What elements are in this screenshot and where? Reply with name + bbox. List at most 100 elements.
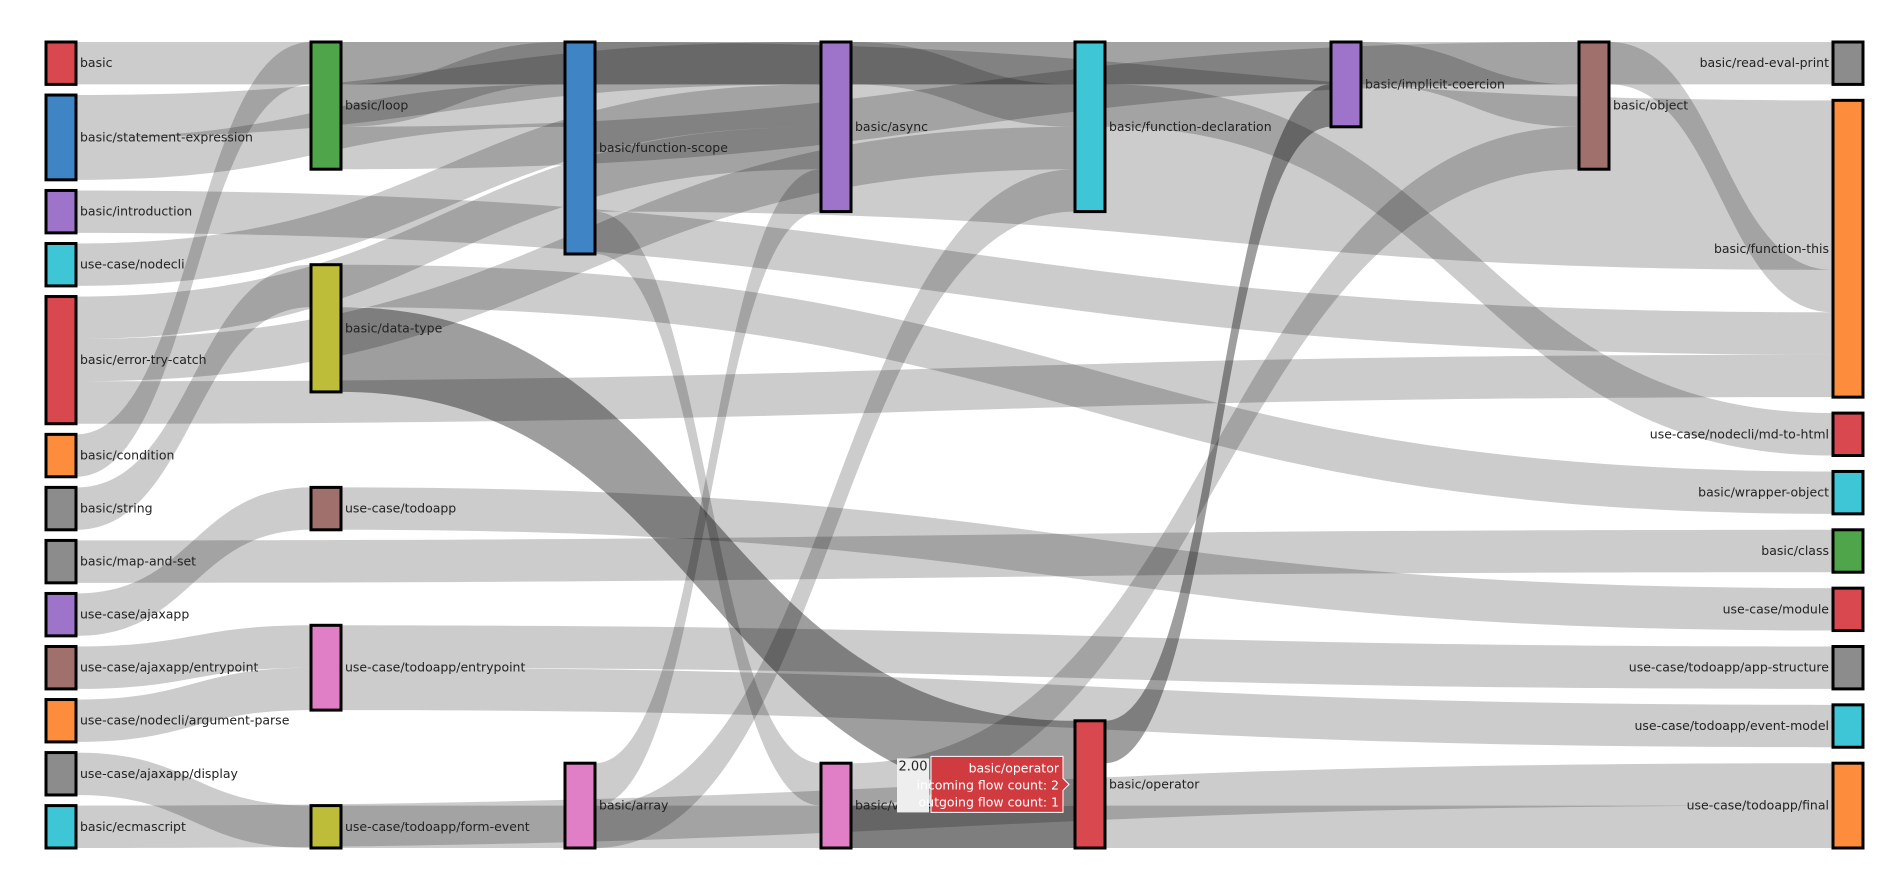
node-basic-statement-expression[interactable]: basic/statement-expression <box>44 93 253 182</box>
node-bar[interactable] <box>44 485 78 532</box>
link-basic-string-to-basic-data-type[interactable] <box>76 264 311 530</box>
link-use-case-todoapp-entrypoint-to-use-case-todoapp-app-structure[interactable] <box>341 625 1833 689</box>
link-basic-function-scope-to-basic-function-this[interactable] <box>595 42 1833 270</box>
node-bar[interactable] <box>563 761 597 850</box>
node-bar[interactable] <box>1831 703 1865 749</box>
link-basic-introduction-to-basic-function-this[interactable] <box>76 190 1833 355</box>
node-use-case-todoapp-event-model[interactable]: use-case/todoapp/event-model <box>1635 703 1865 749</box>
node-bar[interactable] <box>1831 98 1865 399</box>
link-basic-object-to-basic-function-this[interactable] <box>1609 42 1833 313</box>
node-bar[interactable] <box>309 263 343 394</box>
node-bar[interactable] <box>44 804 78 850</box>
node-bar[interactable] <box>44 751 78 797</box>
link-basic-loop-to-basic-function-scope[interactable] <box>341 42 565 127</box>
link-basic-operator-to-basic-implicit-coercion[interactable] <box>1105 84 1331 764</box>
node-bar[interactable] <box>44 40 78 86</box>
link-basic-async-to-basic-function-declaration[interactable] <box>851 42 1075 127</box>
link-basic-condition-to-basic-loop[interactable] <box>76 42 311 477</box>
node-bar[interactable] <box>1831 469 1865 516</box>
node-basic-function-scope[interactable]: basic/function-scope <box>563 40 728 256</box>
node-basic-function-this[interactable]: basic/function-this <box>1714 98 1865 399</box>
node-bar[interactable] <box>44 295 78 426</box>
link-use-case-ajaxapp-to-use-case-todoapp[interactable] <box>76 487 311 636</box>
node-bar[interactable] <box>44 188 78 235</box>
node-bar[interactable] <box>309 804 343 850</box>
node-basic-wrapper-object[interactable]: basic/wrapper-object <box>1698 469 1865 516</box>
node-use-case-ajaxapp[interactable]: use-case/ajaxapp <box>44 591 189 638</box>
node-basic-operator[interactable]: basic/operator <box>1073 719 1200 850</box>
node-use-case-todoapp-form-event[interactable]: use-case/todoapp/form-event <box>309 804 530 850</box>
node-use-case-nodecli-md-to-html[interactable]: use-case/nodecli/md-to-html <box>1650 411 1865 458</box>
node-bar[interactable] <box>1831 40 1865 86</box>
node-basic-class[interactable]: basic/class <box>1761 528 1865 574</box>
node-bar[interactable] <box>309 40 343 171</box>
link-basic-function-scope-to-basic-variables[interactable] <box>595 211 821 806</box>
node-use-case-todoapp[interactable]: use-case/todoapp <box>309 485 456 532</box>
link-basic-error-try-catch-to-basic-async[interactable] <box>76 126 821 339</box>
link-basic-loop-to-basic-function-declaration[interactable] <box>341 42 1075 85</box>
link-basic-array-to-basic-async[interactable] <box>595 169 821 806</box>
node-bar[interactable] <box>1831 761 1865 850</box>
link-basic-error-try-catch-to-basic-function-this[interactable] <box>76 354 1833 424</box>
node-bar[interactable] <box>563 40 597 256</box>
node-use-case-module[interactable]: use-case/module <box>1723 586 1865 633</box>
node-basic-object[interactable]: basic/object <box>1577 40 1688 171</box>
link-basic-to-basic-read-eval-print[interactable] <box>76 42 1833 85</box>
node-bar[interactable] <box>1329 40 1363 129</box>
node-bar[interactable] <box>44 432 78 479</box>
node-bar[interactable] <box>1831 528 1865 574</box>
link-basic-function-declaration-to-basic-implicit-coercion[interactable] <box>1105 42 1331 85</box>
link-basic-array-to-basic-function-declaration[interactable] <box>595 169 1075 848</box>
node-bar[interactable] <box>1073 40 1107 214</box>
link-basic-data-type-to-basic-wrapper-object[interactable] <box>341 264 1833 514</box>
node-bar[interactable] <box>1073 719 1107 850</box>
node-basic-introduction[interactable]: basic/introduction <box>44 188 192 235</box>
node-use-case-nodecli-argument-parse[interactable]: use-case/nodecli/argument-parse <box>44 698 290 744</box>
node-basic-ecmascript[interactable]: basic/ecmascript <box>44 804 186 850</box>
link-use-case-todoapp-to-use-case-module[interactable] <box>341 487 1833 631</box>
node-basic-async[interactable]: basic/async <box>819 40 928 214</box>
link-basic-statement-expression-to-basic-async[interactable] <box>76 42 821 138</box>
node-bar[interactable] <box>44 538 78 585</box>
link-use-case-todoapp-entrypoint-to-use-case-todoapp-event-model[interactable] <box>341 667 1833 748</box>
node-use-case-ajaxapp-entrypoint[interactable]: use-case/ajaxapp/entrypoint <box>44 645 259 691</box>
node-bar[interactable] <box>309 623 343 712</box>
node-bar[interactable] <box>1831 411 1865 458</box>
link-basic-map-and-set-to-basic-class[interactable] <box>76 529 1833 583</box>
node-basic[interactable]: basic <box>44 40 113 86</box>
node-basic-function-declaration[interactable]: basic/function-declaration <box>1073 40 1272 214</box>
node-bar[interactable] <box>309 485 343 532</box>
node-bar[interactable] <box>819 40 853 214</box>
link-use-case-nodecli-to-basic-async[interactable] <box>76 84 821 286</box>
link-use-case-ajaxapp-display-to-use-case-todoapp-form-event[interactable] <box>76 752 311 848</box>
node-use-case-todoapp-app-structure[interactable]: use-case/todoapp/app-structure <box>1629 645 1865 691</box>
node-basic-read-eval-print[interactable]: basic/read-eval-print <box>1700 40 1865 86</box>
node-basic-map-and-set[interactable]: basic/map-and-set <box>44 538 196 585</box>
node-bar[interactable] <box>44 591 78 638</box>
node-bar[interactable] <box>44 242 78 288</box>
link-use-case-nodecli-argument-parse-to-use-case-todoapp-entrypoint[interactable] <box>76 667 311 742</box>
link-basic-variables-to-basic-operator[interactable] <box>851 805 1075 848</box>
node-bar[interactable] <box>819 761 853 850</box>
node-basic-array[interactable]: basic/array <box>563 761 669 850</box>
link-basic-function-declaration-to-use-case-nodecli-md-to-html[interactable] <box>1105 84 1833 456</box>
node-bar[interactable] <box>1831 645 1865 691</box>
link-use-case-ajaxapp-entrypoint-to-use-case-todoapp-entrypoint[interactable] <box>76 625 311 689</box>
node-bar[interactable] <box>1577 40 1611 171</box>
node-bar[interactable] <box>44 93 78 182</box>
node-basic-string[interactable]: basic/string <box>44 485 153 532</box>
node-use-case-nodecli[interactable]: use-case/nodecli <box>44 242 185 288</box>
node-use-case-todoapp-final[interactable]: use-case/todoapp/final <box>1687 761 1865 850</box>
node-basic-error-try-catch[interactable]: basic/error-try-catch <box>44 295 207 426</box>
node-bar[interactable] <box>44 645 78 691</box>
node-use-case-ajaxapp-display[interactable]: use-case/ajaxapp/display <box>44 751 239 797</box>
link-basic-data-type-to-basic-operator[interactable] <box>341 307 1075 806</box>
node-use-case-todoapp-entrypoint[interactable]: use-case/todoapp/entrypoint <box>309 623 525 712</box>
link-basic-loop-to-basic-object[interactable] <box>341 42 1579 170</box>
node-basic-loop[interactable]: basic/loop <box>309 40 408 171</box>
node-bar[interactable] <box>1831 586 1865 633</box>
node-bar[interactable] <box>44 698 78 744</box>
link-basic-implicit-coercion-to-basic-object[interactable] <box>1361 42 1579 127</box>
node-basic-implicit-coercion[interactable]: basic/implicit-coercion <box>1329 40 1505 129</box>
